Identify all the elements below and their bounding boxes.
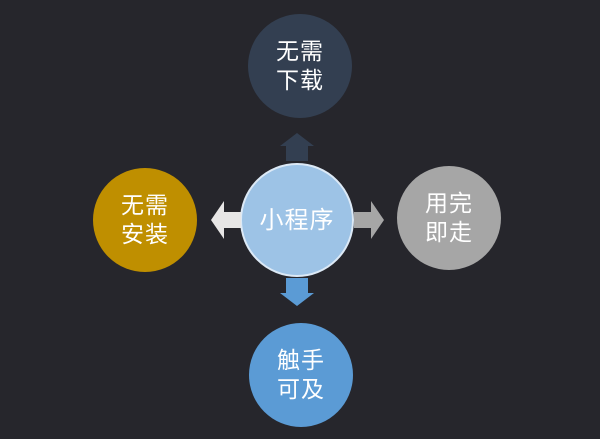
node-right-label-line1: 用完 (425, 190, 473, 216)
arrow-right-shape (354, 201, 384, 239)
arrow-up-icon (280, 133, 314, 161)
center-node-circle: 小程序 (240, 163, 354, 277)
arrow-right-icon (354, 201, 384, 239)
node-top-label-line2: 下载 (276, 67, 324, 93)
node-left-label-line2: 安装 (121, 221, 169, 247)
node-right-circle: 用完 即走 (397, 166, 501, 270)
center-node-label: 小程序 (259, 206, 335, 234)
arrow-down-shape (280, 278, 314, 306)
arrow-left-shape (211, 201, 241, 239)
node-top-label-line1: 无需 (276, 38, 324, 64)
node-bottom-label-line1: 触手 (277, 347, 325, 373)
node-left-circle: 无需 安装 (93, 168, 197, 272)
arrow-left-icon (211, 201, 241, 239)
node-bottom-label-line2: 可及 (277, 376, 325, 402)
arrow-up-shape (280, 133, 314, 161)
node-top-circle: 无需 下载 (248, 14, 352, 118)
node-bottom-circle: 触手 可及 (249, 323, 353, 427)
node-right-label-line2: 即走 (425, 219, 473, 245)
arrow-down-icon (280, 278, 314, 306)
node-left-label-line1: 无需 (121, 192, 169, 218)
